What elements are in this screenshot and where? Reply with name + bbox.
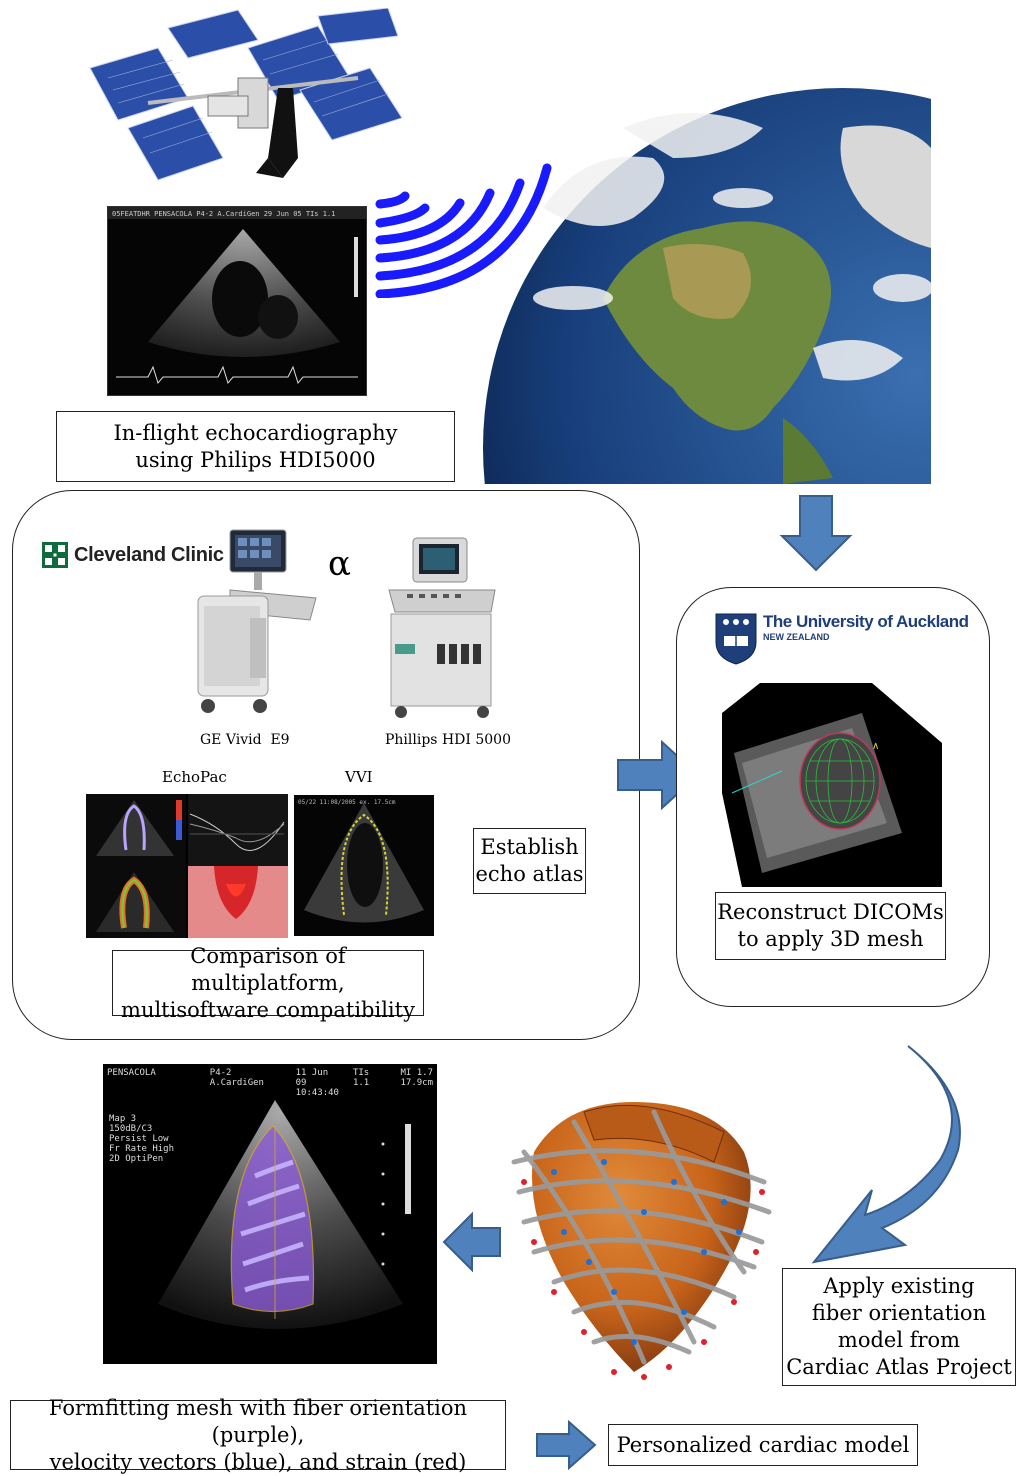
auckland-logo-line1: The University of Auckland (763, 612, 969, 631)
device2-label: Phillips HDI 5000 (385, 732, 511, 748)
earth-image (483, 88, 931, 484)
echo-setting-3: Persist Low (109, 1134, 169, 1144)
formfit-line2: velocity vectors (blue), and strain (red… (49, 1449, 467, 1474)
device1-label: GE Vivid E9 (200, 732, 290, 748)
philips-hdi-machine-image (388, 537, 496, 718)
arrow-right-personalized (536, 1420, 597, 1470)
fiber-line1: Apply existing (823, 1274, 975, 1298)
echo-atlas-box: Establish echo atlas (473, 828, 586, 894)
comparison-box: Comparison of multiplatform, multisoftwa… (112, 944, 424, 1022)
fiber-line2: fiber orientation (811, 1301, 987, 1325)
auckland-logo-line2: NEW ZEALAND (763, 632, 830, 642)
comparison-line2: multisoftware compatibility (121, 997, 415, 1022)
ge-vivid-machine-image (197, 529, 317, 713)
svg-text:05/22 11:08/2005 ex. 17.5cm: 05/22 11:08/2005 ex. 17.5cm (298, 799, 396, 806)
svg-text:05FEATDHR PENSACOLA P4-2 A.: 05FEATDHR PENSACOLA P4-2 A.CardiGen 29 J… (112, 210, 335, 218)
echopac-label: EchoPac (162, 768, 227, 786)
cleveland-cross-icon (42, 542, 68, 568)
formfit-echo-image: PENSACOLA P4-2 A.CardiGen 11 Jun 09 10:4… (103, 1064, 437, 1364)
echo-header-date: 11 Jun 09 (295, 1068, 329, 1088)
echo-setting-1: Map 3 (109, 1114, 137, 1124)
echo-setting-5: 2D OptiPen (109, 1154, 164, 1164)
formfit-line1: Formfitting mesh with fiber orientation … (48, 1395, 468, 1447)
inflight-label-line2: using Philips HDI5000 (135, 447, 376, 472)
cleveland-panel (12, 490, 640, 1040)
echo-header-depth: 17.9cm (400, 1078, 433, 1088)
echo-header-time: 10:43:40 (295, 1088, 339, 1098)
auckland-logo: The University of Auckland NEW ZEALAND (714, 612, 969, 666)
reconstruct-box: Reconstruct DICOMs to apply 3D mesh (715, 892, 946, 960)
alpha-symbol: α (328, 544, 351, 584)
echo-setting-2: 150dB/C3 (109, 1124, 153, 1134)
svg-text:∧: ∧ (872, 741, 879, 752)
cleveland-clinic-logo: Cleveland Clinic (42, 541, 224, 569)
atlas-line2: echo atlas (475, 862, 584, 886)
comparison-line1: Comparison of multiplatform, (190, 943, 346, 995)
atlas-line1: Establish (480, 835, 579, 859)
fiber-line4: Cardiac Atlas Project (786, 1355, 1012, 1379)
personalized-label: Personalized cardiac model (616, 1432, 910, 1457)
echo-header-ti: TIs 1.1 (352, 1068, 370, 1088)
formfit-box: Formfitting mesh with fiber orientation … (10, 1396, 506, 1474)
arrow-left-heart (442, 1212, 501, 1272)
vvi-image: 05/22 11:08/2005 ex. 17.5cm (294, 795, 434, 936)
fiber-line3: model from (837, 1328, 961, 1352)
inflight-label-line1: In-flight echocardiography (113, 420, 398, 445)
echo-setting-4: Fr Rate High (109, 1144, 175, 1154)
heart-fiber-model-image (511, 1102, 772, 1380)
space-station-image (89, 8, 403, 181)
arrow-down-earth (779, 495, 853, 572)
reconstruct-line2: to apply 3D mesh (737, 927, 924, 951)
inflight-echo-image: 05FEATDHR PENSACOLA P4-2 A.CardiGen 29 J… (107, 206, 367, 396)
auckland-crest-icon (715, 613, 757, 665)
curved-arrow (811, 1045, 961, 1264)
mesh-3d-image: ∧ (722, 683, 942, 887)
signal-waves-icon (375, 163, 552, 298)
echo-header-site: PENSACOLA (107, 1068, 156, 1078)
echo-header-mi: MI 1.7 (400, 1068, 433, 1078)
fiber-orientation-box: Apply existing fiber orientation model f… (782, 1268, 1016, 1386)
inflight-label-box: In-flight echocardiography using Philips… (56, 411, 455, 482)
cleveland-logo-text: Cleveland Clinic (74, 543, 224, 566)
personalized-box: Personalized cardiac model (608, 1424, 918, 1466)
reconstruct-line1: Reconstruct DICOMs (717, 900, 944, 924)
echopac-image (86, 794, 288, 938)
vvi-label: VVI (345, 768, 373, 786)
echo-header-probe: P4-2 A.CardiGen (209, 1068, 264, 1088)
